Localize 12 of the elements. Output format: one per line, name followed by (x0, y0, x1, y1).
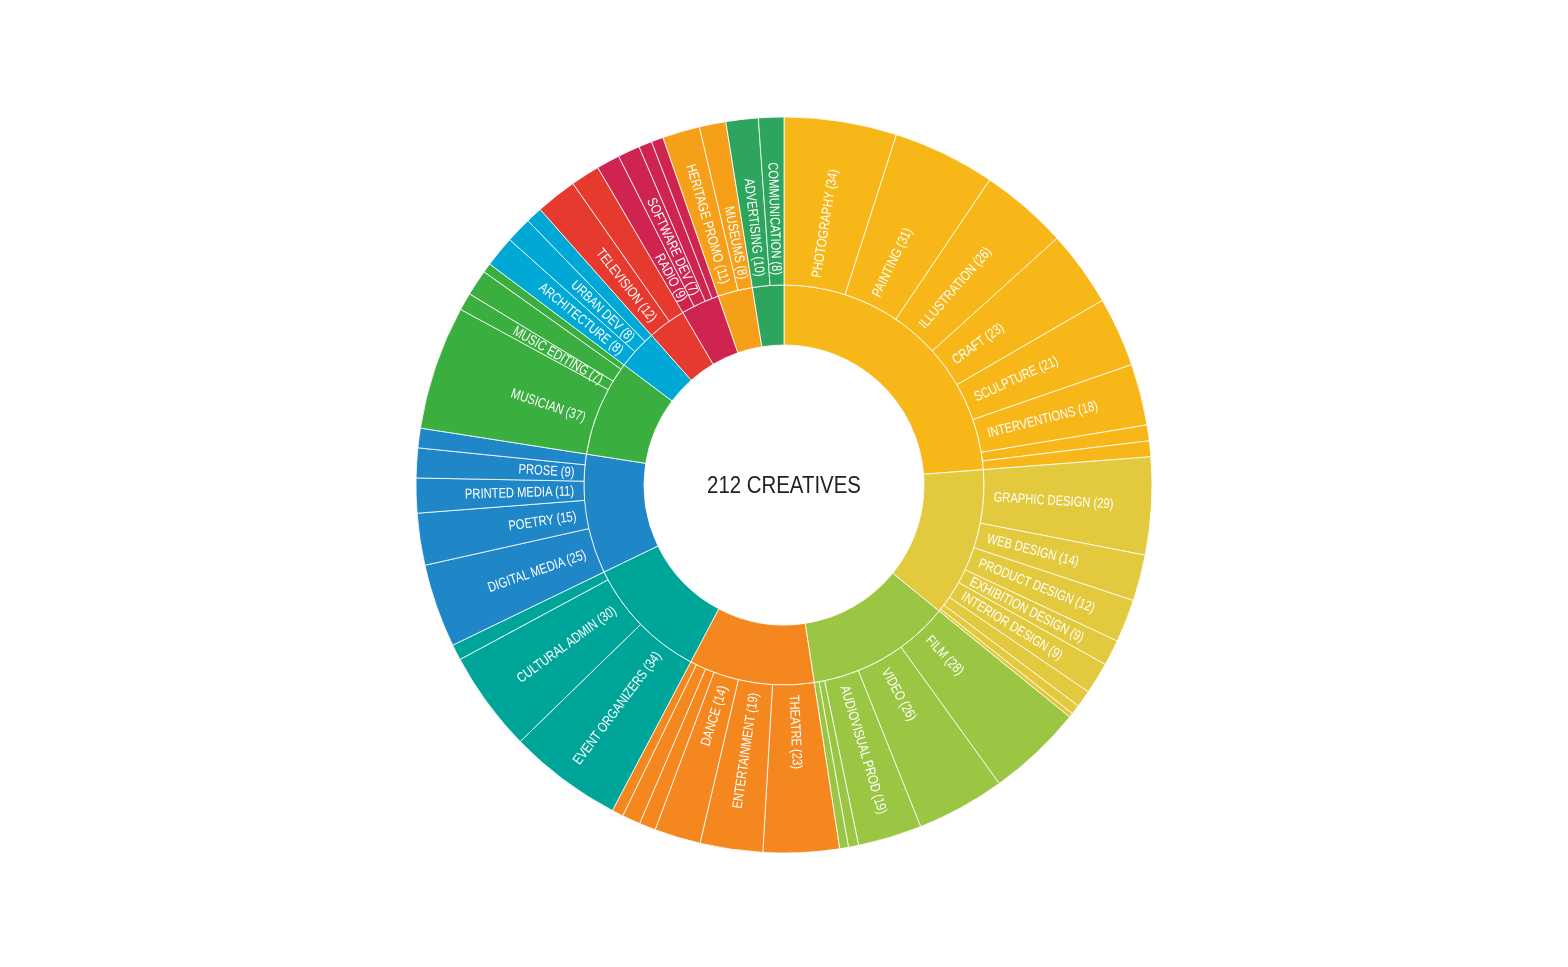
segment-label: COMMUNICATION (8) (765, 162, 785, 276)
segment-label: POETRY (15) (507, 508, 578, 534)
segment-label: GRAPHIC DESIGN (29) (993, 489, 1114, 512)
segment-label: VIDEO (26) (878, 665, 920, 724)
chart-title: 212 CREATIVES (707, 471, 861, 499)
segment-label: ENTERTAINMENT (19) (729, 691, 762, 810)
segment-label: PHOTOGRAPHY (34) (808, 168, 842, 279)
segment-label: PROSE (9) (518, 461, 575, 481)
segment-label: THEATRE (23) (786, 694, 806, 770)
segment-label: DANCE (14) (697, 683, 731, 748)
segment-label: DIGITAL MEDIA (25) (485, 546, 589, 596)
segment-label: PRINTED MEDIA (11) (464, 483, 575, 502)
